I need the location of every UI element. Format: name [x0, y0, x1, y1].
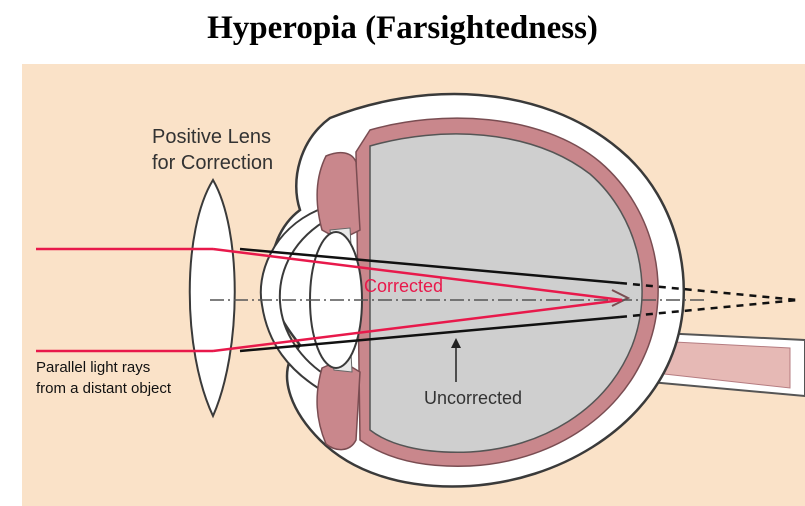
rays-label-line1: Parallel light rays — [36, 359, 150, 376]
diagram-title: Hyperopia (Farsightedness) — [0, 10, 805, 47]
ciliary-body-bottom — [317, 360, 360, 450]
lens-label-line1: Positive Lens — [152, 126, 271, 149]
ciliary-body-top — [317, 153, 360, 240]
uncorrected-label: Uncorrected — [424, 388, 522, 409]
corrected-label: Corrected — [364, 276, 443, 297]
rays-label-line2: from a distant object — [36, 380, 171, 397]
lens-label-line2: for Correction — [152, 152, 273, 175]
diagram-panel: Positive Lens for Correction Parallel li… — [22, 64, 805, 506]
